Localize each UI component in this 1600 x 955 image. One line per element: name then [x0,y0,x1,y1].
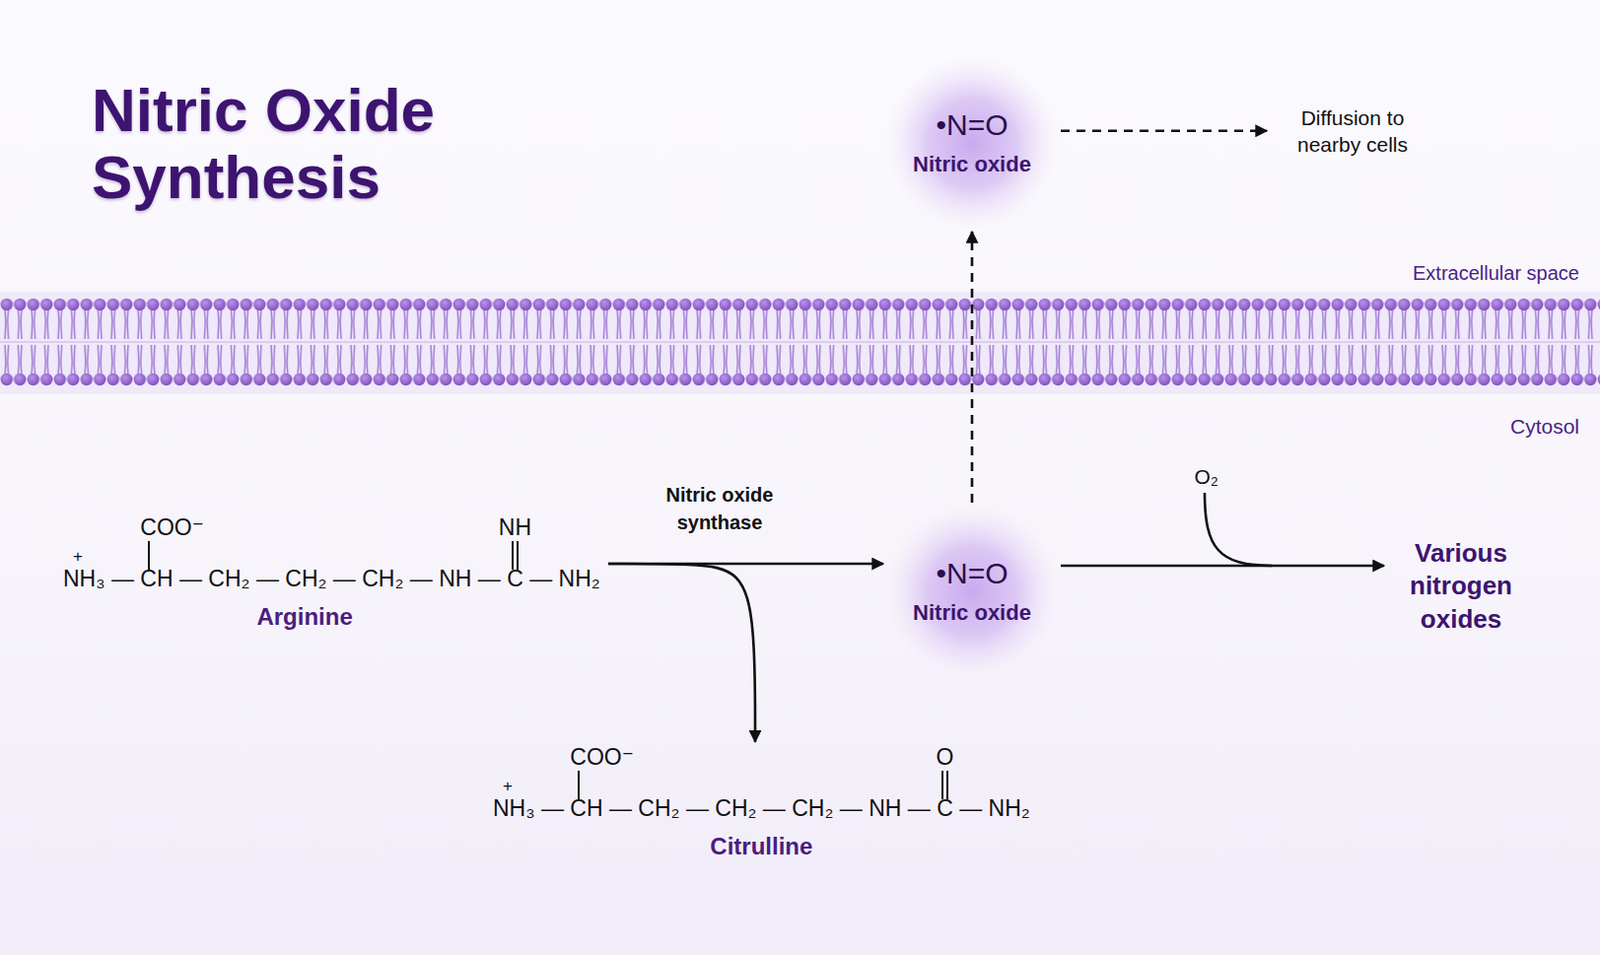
bond-line [147,541,150,570]
diffusion-arrow [1060,129,1267,133]
lipid-bilayer [0,297,1600,387]
region-label: Cytosol [1510,415,1580,439]
bond-line [941,770,944,800]
molecule-name: Citrulline [709,833,813,861]
bond-line [946,770,949,800]
diffusion-arrow [971,231,974,503]
membrane-shadow [0,291,1600,395]
nitric-oxide-circle: •N=O Nitric oxide [883,502,1061,681]
side-group: NH [498,514,532,541]
arginine-structure: COO⁻ NH +NH₃ — CH — CH₂ — CH₂ — CH₂ — NH —… [63,514,603,632]
bond-line [511,541,514,570]
bilayer-midline [0,342,1600,344]
molecule-name: Arginine [256,603,352,631]
destination-note: Diffusion to nearby cells [1270,100,1435,163]
nitric-oxide-circle: •N=O Nitric oxide [883,54,1061,232]
reaction-arrow [608,563,756,743]
molecule-name: Nitric oxide [912,151,1032,178]
node-text: Diffusion to nearby cells [1278,104,1427,159]
node-text: Various nitrogen oxides [1391,537,1531,637]
bond-line [577,770,580,800]
molecule-name: Nitric oxide [912,600,1032,627]
chemical-symbol: •N=O [935,108,1008,142]
carboxylate-group: COO⁻ [569,744,634,770]
charge-sign: + [72,547,83,567]
chain-formula: NH₃ — CH — CH₂ — CH₂ — CH₂ — NH — C — NH… [63,565,601,592]
reaction-arrow [1060,564,1385,568]
chemical-symbol: •N=O [935,556,1008,591]
oxygen-input-curve [1204,492,1272,566]
charge-sign: + [502,776,513,797]
region-label: Extracellular space [1412,262,1580,285]
side-group: O [936,744,955,770]
enzyme-label: Nitric oxide synthase [633,481,807,537]
diagram-title: Nitric Oxide Synthesis [91,76,516,211]
glow-disc [883,502,1061,681]
carboxylate-group: COO⁻ [139,514,205,541]
glow-disc [883,54,1061,232]
bond-line [516,541,519,570]
product-box: Various nitrogen oxides [1384,533,1538,641]
chain-formula: NH₃ — CH — CH₂ — CH₂ — CH₂ — NH — C — NH… [492,795,1031,822]
citrulline-structure: COO⁻ O +NH₃ — CH — CH₂ — CH₂ — CH₂ — NH — … [492,744,1033,862]
reactant-label: O₂ [1194,465,1220,489]
